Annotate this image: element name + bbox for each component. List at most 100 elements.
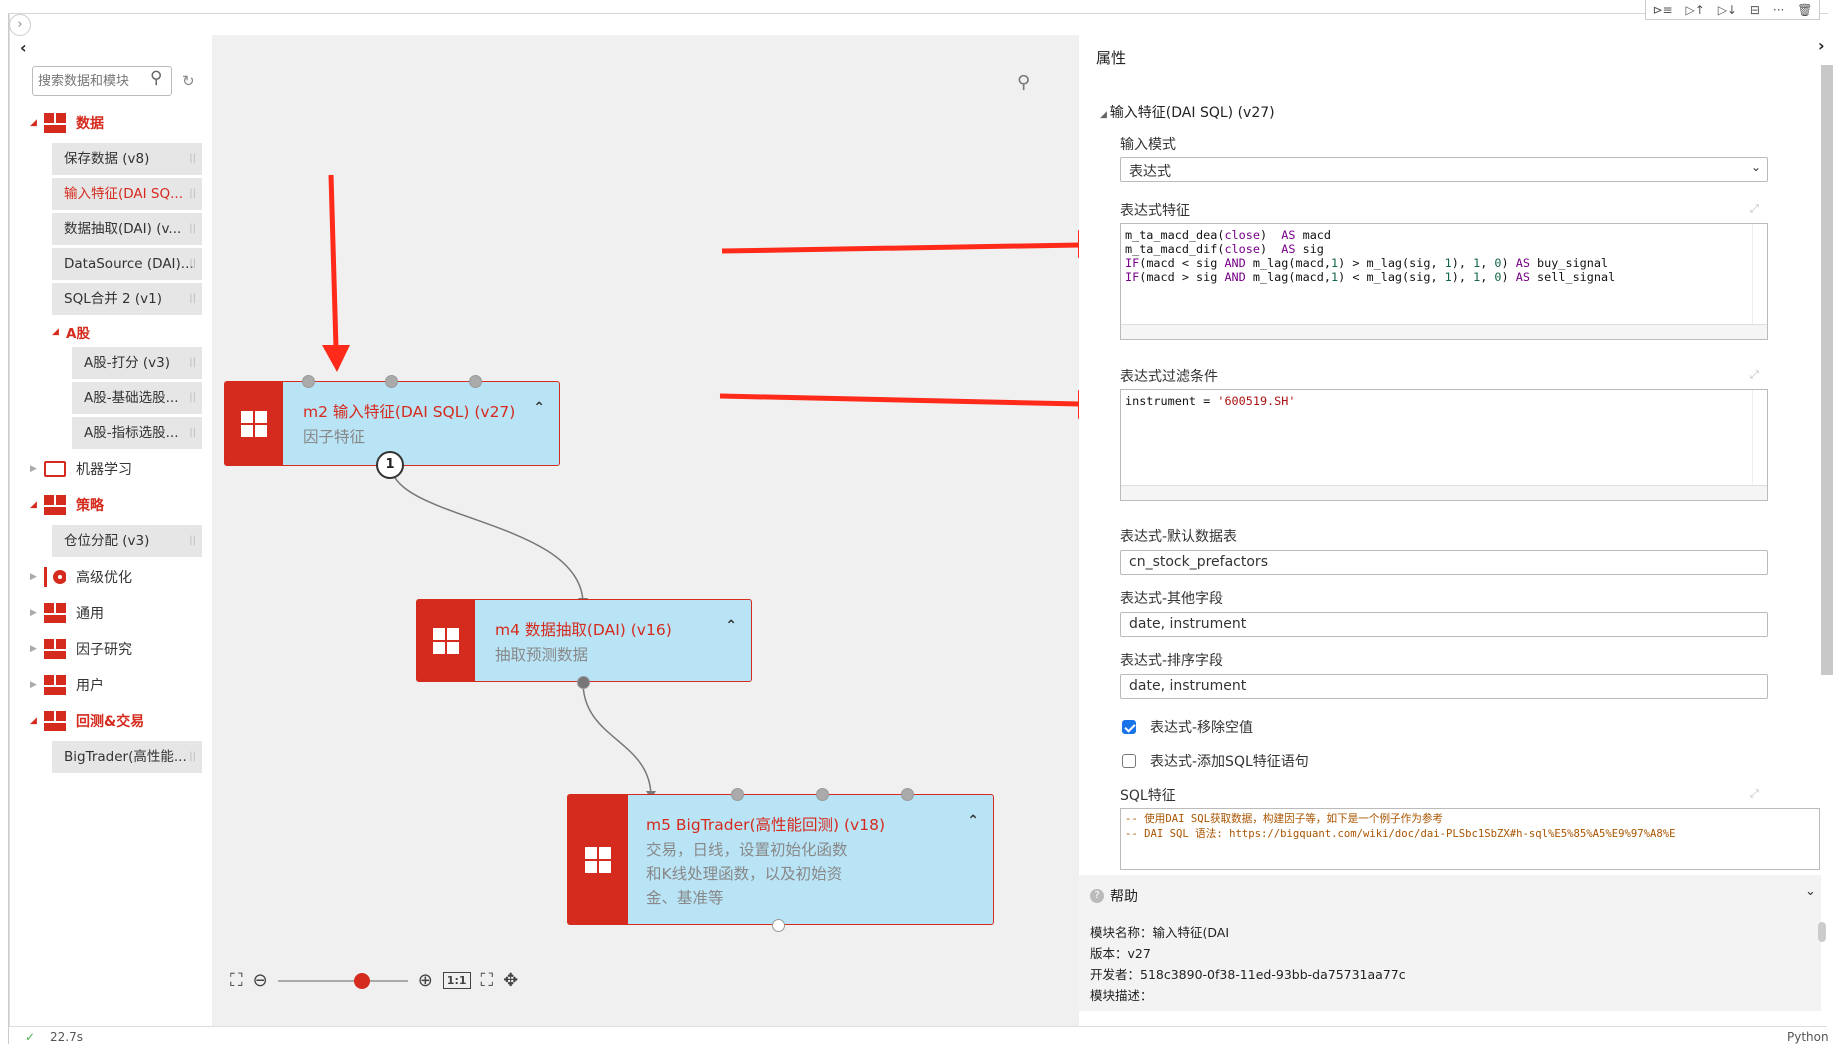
cell-collapse-toggle[interactable]: › [9, 14, 31, 36]
input-port[interactable] [385, 375, 398, 388]
node-icon-block [417, 600, 475, 681]
category-advanced-opt[interactable]: ▶ 高级优化 [30, 567, 132, 587]
zoom-slider-knob[interactable] [354, 972, 371, 989]
module-grid-icon [44, 675, 66, 695]
module-item-a-basic-select[interactable]: A股-基础选股...|| [72, 382, 202, 414]
canvas-search-icon[interactable]: ⚲ [1017, 72, 1031, 93]
output-port[interactable] [772, 919, 785, 932]
expr-filter-editor[interactable]: instrument = '600519.SH' [1120, 389, 1768, 501]
category-label: 机器学习 [76, 462, 132, 478]
panel-scrollbar[interactable] [1821, 65, 1833, 675]
chevron-down-icon[interactable]: ⌄ [1805, 884, 1816, 899]
category-strategy[interactable]: ◢ 策略 [30, 495, 104, 515]
module-item-position[interactable]: 仓位分配 (v3)|| [52, 525, 202, 557]
sql-features-editor[interactable]: -- 使用DAI SQL获取数据，构建因子等，如下是一个例子作为参考-- DAI… [1120, 808, 1820, 870]
node-m4[interactable]: m4 数据抽取(DAI) (v16) 抽取预测数据 ⌃ [416, 599, 752, 689]
category-machine-learning[interactable]: ▶ 机器学习 [30, 459, 132, 479]
module-item-bigtrader[interactable]: BigTrader(高性能...|| [52, 741, 202, 773]
sql-features-label: SQL特征 [1120, 788, 1176, 804]
drag-handle-icon[interactable]: || [189, 188, 196, 199]
canvas-zoom-controls: ⛶ ⊖ ⊕ 1:1 ⛶ ✥ [230, 970, 518, 991]
module-grid-icon [44, 639, 66, 659]
search-icon[interactable]: ⚲ [150, 68, 163, 88]
delete-icon[interactable]: 🗑 [1797, 2, 1813, 17]
center-view-icon[interactable]: ✥ [503, 970, 519, 991]
run-list-icon[interactable]: ⊳≡ [1652, 2, 1673, 17]
category-general[interactable]: ▶ 通用 [30, 603, 104, 623]
input-mode-select[interactable]: 表达式⌄ [1120, 157, 1768, 182]
remove-null-checkbox[interactable] [1122, 720, 1136, 734]
drag-handle-icon[interactable]: || [189, 357, 196, 368]
actual-size-button[interactable]: 1:1 [442, 972, 471, 989]
add-sql-checkbox[interactable] [1122, 754, 1136, 768]
fit-view-icon[interactable]: ⛶ [230, 970, 243, 991]
help-header[interactable]: ?帮助 [1090, 886, 1138, 906]
drag-handle-icon[interactable]: || [189, 223, 196, 234]
drag-handle-icon[interactable]: || [189, 293, 196, 304]
module-item-sql-merge[interactable]: SQL合并 2 (v1)|| [52, 283, 202, 315]
module-grid-icon [44, 113, 66, 133]
input-port[interactable] [302, 375, 315, 388]
default-table-input[interactable]: cn_stock_prefactors [1120, 550, 1768, 575]
chevron-down-icon: ⌄ [1750, 160, 1761, 174]
category-backtest[interactable]: ◢ 回测&交易 [30, 711, 144, 731]
category-data[interactable]: ◢ 数据 [30, 113, 104, 133]
collapsed-triangle-icon: ▶ [30, 608, 37, 618]
drag-handle-icon[interactable]: || [189, 535, 196, 546]
expr-features-label: 表达式特征 [1120, 203, 1190, 219]
zoom-slider[interactable] [277, 972, 408, 989]
output-port[interactable] [577, 676, 590, 689]
add-sql-label: 表达式-添加SQL特征语句 [1150, 754, 1309, 770]
expand-editor-icon[interactable]: ⤢ [1750, 787, 1759, 800]
node-m2[interactable]: m2 输入特征(DAI SQL) (v27) 因子特征 ⌃ 1 [224, 375, 560, 479]
expand-triangle-icon: ◢ [30, 118, 37, 128]
input-port[interactable] [901, 788, 914, 801]
module-item-save-data[interactable]: 保存数据 (v8)|| [52, 143, 202, 175]
module-item-data-extract[interactable]: 数据抽取(DAI) (v...|| [52, 213, 202, 245]
other-fields-input[interactable]: date, instrument [1120, 612, 1768, 637]
run-above-icon[interactable]: ▷↑ [1685, 2, 1705, 17]
zoom-in-icon[interactable]: ⊕ [417, 970, 433, 991]
node-title: m2 输入特征(DAI SQL) (v27) [303, 403, 516, 421]
section-header[interactable]: ◢ 输入特征(DAI SQL) (v27) [1100, 105, 1275, 121]
collapse-panel-icon[interactable]: › [1818, 36, 1825, 55]
expand-editor-icon[interactable]: ⤢ [1750, 202, 1759, 215]
input-port[interactable] [816, 788, 829, 801]
node-icon-block [225, 382, 283, 465]
drag-handle-icon[interactable]: || [189, 751, 196, 762]
collapse-sidebar-icon[interactable]: ‹ [20, 38, 27, 57]
run-below-icon[interactable]: ▷↓ [1717, 2, 1737, 17]
refresh-icon[interactable]: ↻ [182, 72, 195, 90]
module-grid-icon [44, 495, 66, 515]
category-factor-research[interactable]: ▶ 因子研究 [30, 639, 132, 659]
drag-handle-icon[interactable]: || [189, 427, 196, 438]
module-item-a-indicator-select[interactable]: A股-指标选股...|| [72, 417, 202, 449]
drag-handle-icon[interactable]: || [189, 153, 196, 164]
subcategory-a-share[interactable]: ◢ A股 [52, 322, 90, 342]
more-icon[interactable]: ··· [1772, 2, 1785, 17]
collapse-node-icon[interactable]: ⌃ [725, 618, 737, 634]
collapse-node-icon[interactable]: ⌃ [533, 400, 545, 416]
fullscreen-icon[interactable]: ⛶ [480, 970, 494, 991]
output-port-badge[interactable]: 1 [376, 451, 404, 479]
category-label: 回测&交易 [76, 714, 145, 730]
collapse-node-icon[interactable]: ⌃ [967, 813, 979, 829]
module-search-input[interactable] [32, 66, 172, 96]
drag-handle-icon[interactable]: || [189, 392, 196, 403]
module-item-datasource[interactable]: DataSource (DAI)...|| [52, 248, 202, 280]
module-item-input-features[interactable]: 输入特征(DAI SQ...|| [52, 178, 202, 210]
split-cell-icon[interactable]: ⊟ [1749, 2, 1760, 17]
sort-fields-input[interactable]: date, instrument [1120, 674, 1768, 699]
drag-handle-icon[interactable]: || [189, 258, 196, 269]
expand-editor-icon[interactable]: ⤢ [1750, 368, 1759, 381]
module-item-a-score[interactable]: A股-打分 (v3)|| [72, 347, 202, 379]
node-m5[interactable]: m5 BigTrader(高性能回测) (v18) 交易，日线，设置初始化函数 … [567, 788, 994, 932]
zoom-out-icon[interactable]: ⊖ [252, 970, 268, 991]
help-scrollbar[interactable] [1818, 922, 1826, 942]
execution-time: 22.7s [50, 1030, 83, 1044]
input-port[interactable] [469, 375, 482, 388]
category-user[interactable]: ▶ 用户 [30, 675, 104, 695]
input-port[interactable] [731, 788, 744, 801]
code-line: IF(macd > sig AND m_lag(macd,1) < m_lag(… [1125, 270, 1616, 284]
